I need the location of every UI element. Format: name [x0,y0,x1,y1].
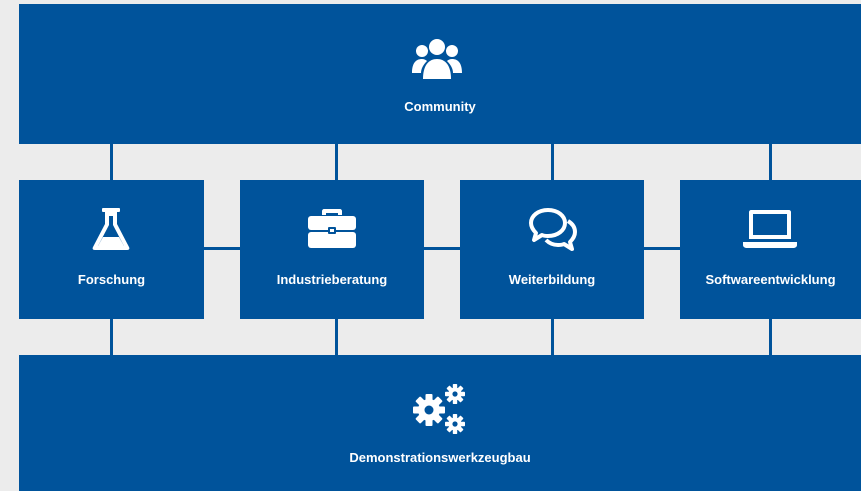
connector-bottom-softwareentwicklung [769,319,772,355]
weiterbildung-block: Weiterbildung [460,180,644,319]
connector-top-weiterbildung [551,144,554,180]
softwareentwicklung-block: Softwareentwicklung [680,180,861,319]
weiterbildung-label: Weiterbildung [508,272,596,287]
connector-bottom-industrieberatung [335,319,338,355]
forschung-block: Forschung [19,180,204,319]
community-label: Community [404,99,476,114]
connector-top-industrieberatung [335,144,338,180]
connector-bottom-weiterbildung [551,319,554,355]
gears-icon [413,384,465,434]
laptop-icon [743,210,797,248]
chat-bubbles-icon [529,208,577,251]
industrieberatung-block: Industrieberatung [240,180,424,319]
softwareentwicklung-label: Softwareentwicklung [705,272,836,287]
connector-weiterbildung-softwareentwicklung [644,247,680,250]
community-block: Community [19,4,861,144]
flask-icon [92,208,130,250]
users-icon [412,39,462,79]
demonstrationswerkzeugbau-label: Demonstrationswerkzeugbau [349,450,531,465]
connector-industrieberatung-weiterbildung [424,247,460,250]
briefcase-icon [308,209,356,248]
forschung-label: Forschung [77,272,146,287]
connector-top-forschung [110,144,113,180]
industrieberatung-label: Industrieberatung [276,272,388,287]
connector-top-softwareentwicklung [769,144,772,180]
demonstrationswerkzeugbau-block: Demonstrationswerkzeugbau [19,355,861,491]
connector-bottom-forschung [110,319,113,355]
connector-forschung-industrieberatung [204,247,240,250]
